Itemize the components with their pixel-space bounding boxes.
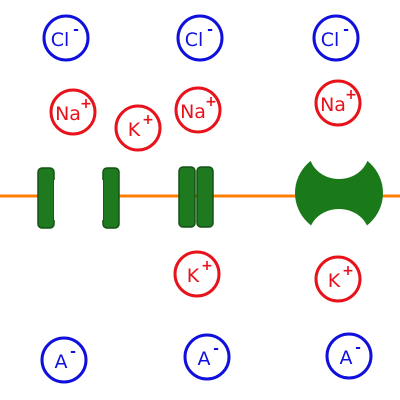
chloride-ion: Cl - [312,14,360,62]
ion-charge: - [343,22,349,38]
ion-charge: - [70,344,76,360]
ion-charge: + [205,94,217,110]
sodium-ion: Na + [174,86,222,134]
ion-charge: + [142,112,154,128]
ion-symbol: Cl [51,29,70,51]
ion-charge: - [207,22,213,38]
pump-upper-binding-site [309,125,369,179]
ion-symbol: K [187,265,200,287]
ion-symbol: Cl [185,29,204,51]
ion-symbol: Na [55,103,81,125]
ion-symbol: A [198,348,211,370]
pump-body [295,151,383,235]
pump-lower-binding-site [309,209,369,261]
ion-charge: - [73,22,79,38]
potassium-ion: K + [173,250,221,298]
sodium-ion: Na + [49,88,97,136]
ion-charge: + [345,87,357,103]
ion-symbol: K [328,270,341,292]
chloride-ion: Cl - [176,14,224,62]
ion-charge: + [342,263,354,279]
ion-charge: - [355,340,361,356]
anion: A - [183,333,231,381]
ion-charge: + [80,96,92,112]
anion: A - [40,336,88,384]
ion-symbol: A [340,347,353,369]
ion-pump [295,125,383,261]
open-channel-left-subunit [37,167,55,229]
anion: A - [325,332,373,380]
ion-symbol: Na [180,101,206,123]
ion-symbol: K [128,119,141,141]
potassium-ion: K + [314,255,362,303]
ion-charge: + [201,258,213,274]
open-channel-pore [54,180,103,220]
chloride-ion: Cl - [42,14,90,62]
ion-charge: - [213,341,219,357]
ion-symbol: A [55,351,68,373]
open-channel-right-subunit [102,167,120,229]
ion-symbol: Na [320,94,346,116]
closed-channel-right-subunit [196,166,214,228]
closed-channel-left-subunit [178,166,196,228]
sodium-ion: Na + [314,79,362,127]
ion-symbol: Cl [321,29,340,51]
potassium-ion: K + [114,104,162,152]
